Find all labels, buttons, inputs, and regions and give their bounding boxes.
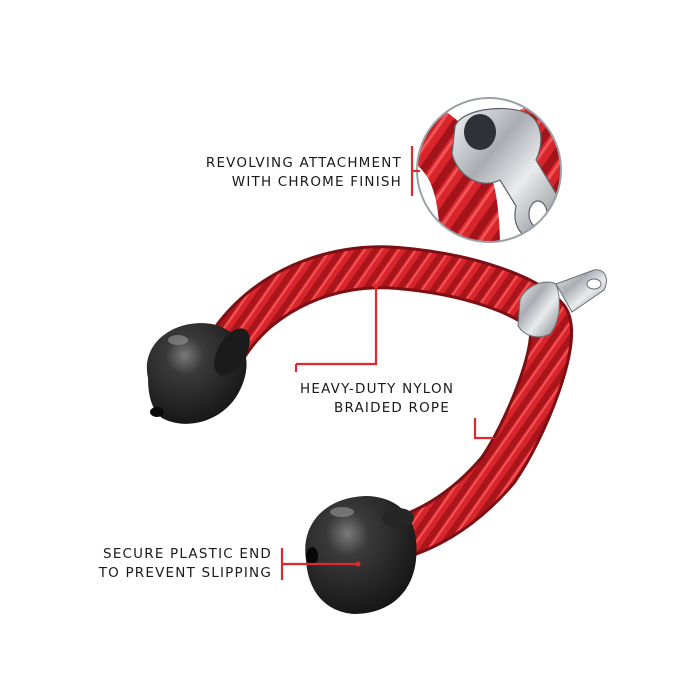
end-cap-top	[146, 323, 250, 424]
callout-end-cap-line1: SECURE PLASTIC END	[103, 546, 272, 562]
callout-end-cap-line2: TO PREVENT SLIPPING	[98, 565, 272, 581]
callout-rope-line1: HEAVY-DUTY NYLON	[300, 381, 455, 397]
zoom-inset	[416, 97, 562, 243]
callout-attachment-line1: REVOLVING ATTACHMENT	[205, 155, 402, 171]
end-cap-bottom	[305, 496, 417, 614]
callout-attachment: REVOLVING ATTACHMENT WITH CHROME FINISH	[140, 154, 402, 192]
callout-end-cap: SECURE PLASTIC END TO PREVENT SLIPPING	[70, 545, 272, 583]
callout-attachment-line2: WITH CHROME FINISH	[231, 174, 402, 190]
callout-rope-line2: BRAIDED ROPE	[334, 400, 450, 416]
callout-lines	[280, 146, 494, 580]
callout-rope: HEAVY-DUTY NYLON BRAIDED ROPE	[300, 380, 500, 418]
swivel-attachment	[517, 269, 607, 338]
